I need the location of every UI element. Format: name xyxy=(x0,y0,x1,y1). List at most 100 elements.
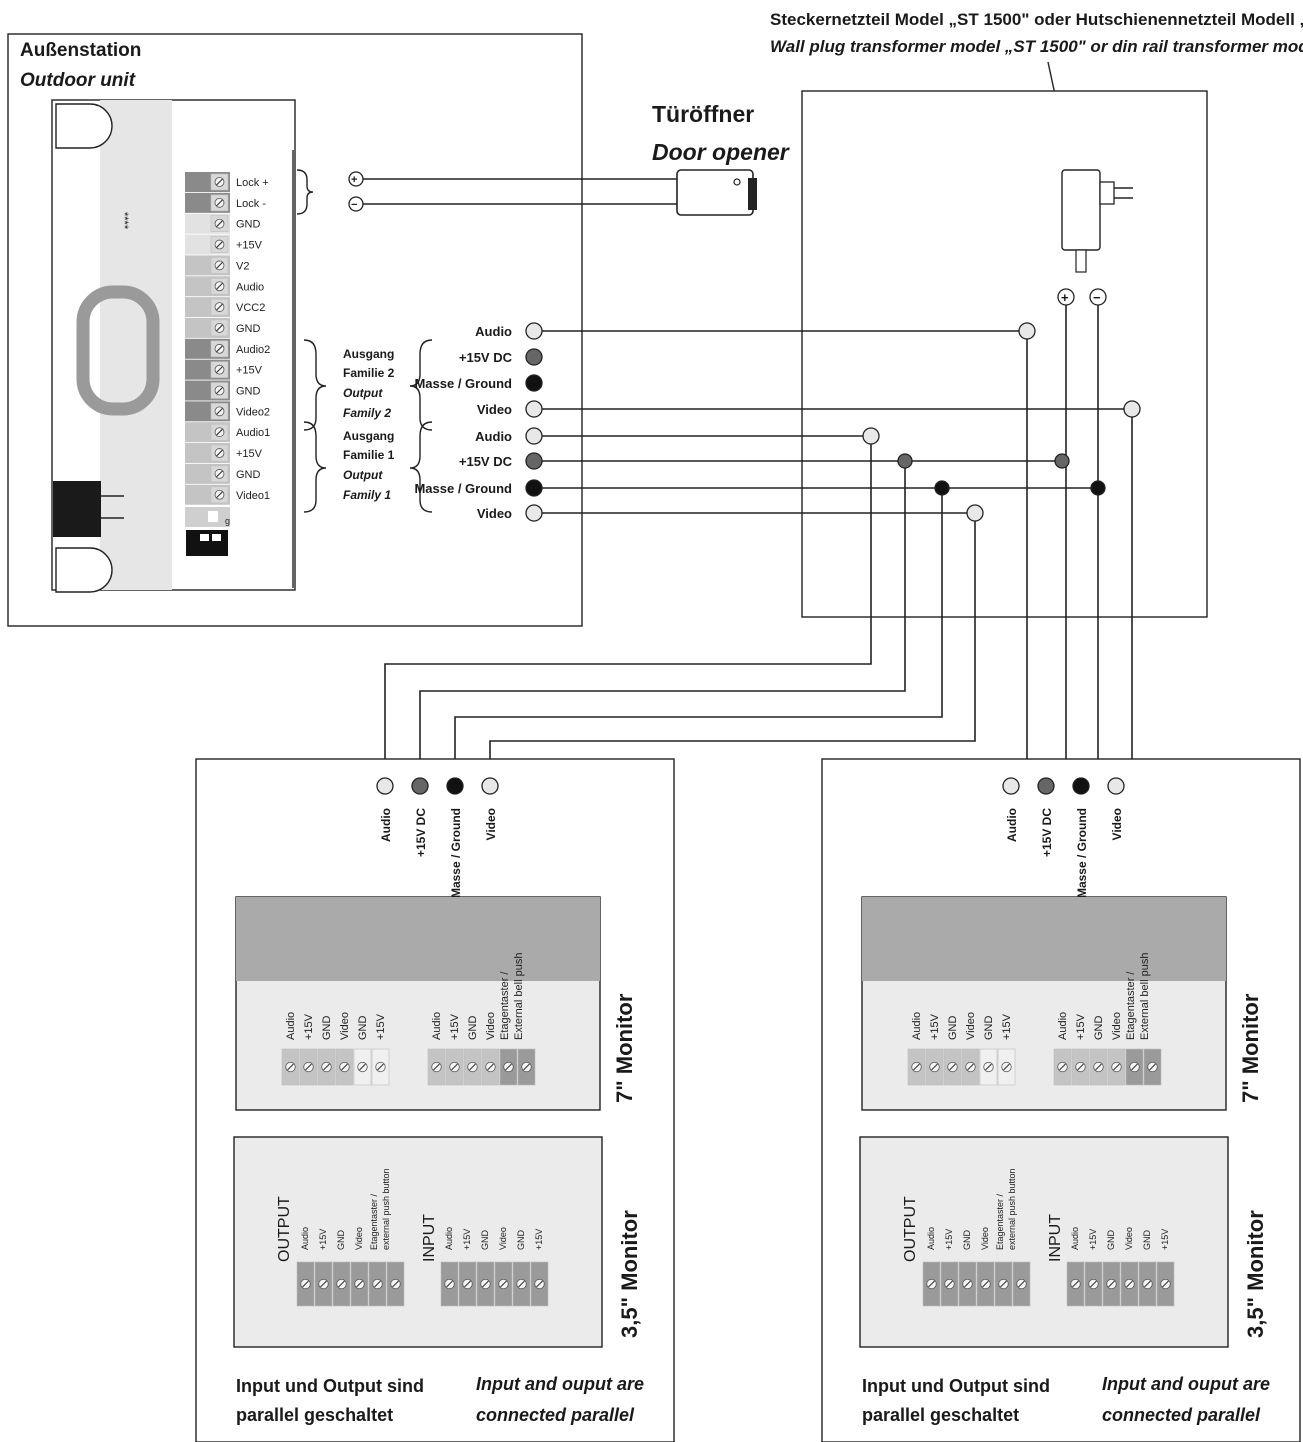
junction-f1-audio xyxy=(862,427,880,445)
outdoor-terminal-block: Lock +Lock -GND+15VV2AudioVCC2GNDAudio2+… xyxy=(185,172,270,505)
outdoor-unit-title-de: Außenstation xyxy=(20,40,141,61)
outdoor-terminal-slot xyxy=(216,366,223,374)
monitor35-output-terminal-slot xyxy=(338,1280,345,1288)
monitor35-input-terminal-label: Video xyxy=(498,1227,508,1250)
monitor7-terminal-label: External bell push xyxy=(1139,953,1151,1040)
monitor-input-dot xyxy=(481,777,499,795)
monitor-input-dot xyxy=(376,777,394,795)
footer-note-de-1: Input und Output sind xyxy=(862,1376,1050,1396)
outdoor-terminal-slot xyxy=(216,303,223,311)
monitor35-output-terminal-slot xyxy=(982,1280,989,1288)
outdoor-terminal-label: +15V xyxy=(236,448,263,460)
door-opener-screw xyxy=(733,178,741,186)
monitor7-terminal-label: Video xyxy=(485,1012,497,1040)
door-opener-title-de: Türöffner xyxy=(652,101,754,127)
junction-psu-15v xyxy=(1054,453,1070,469)
monitor7-terminal-label: +15V xyxy=(303,1013,315,1040)
monitor-input-dot xyxy=(1072,777,1090,795)
outdoor-terminal-label: V2 xyxy=(236,260,249,272)
footer-note-de-2: parallel geschaltet xyxy=(236,1405,393,1425)
outdoor-terminal-slot xyxy=(216,345,223,353)
psu-plus-sign: + xyxy=(1061,290,1069,305)
monitor7-terminal-label: GND xyxy=(947,1016,959,1041)
monitor7-terminal-label: GND xyxy=(321,1016,333,1041)
monitor-input-label: Masse / Ground xyxy=(1075,808,1089,898)
monitor-input-label: Video xyxy=(1110,808,1124,840)
wire-f1-15v xyxy=(419,461,906,786)
monitor35-body xyxy=(859,1136,1229,1348)
psu-minus-sign: − xyxy=(1093,290,1101,305)
monitor35-input-terminal-label: Video xyxy=(1124,1227,1134,1250)
monitor35-input-terminal-slot xyxy=(482,1280,489,1288)
monitor7-title: 7" Monitor xyxy=(612,993,637,1103)
outdoor-terminal-slot xyxy=(216,220,223,228)
outdoor-terminal-label: GND xyxy=(236,219,261,231)
monitor7-terminal-slot xyxy=(1077,1063,1084,1071)
junction-f1-video xyxy=(966,504,984,522)
monitor35-input-terminal-label: GND xyxy=(1106,1230,1116,1251)
monitor35-input-terminal-slot xyxy=(1126,1280,1133,1288)
outdoor-terminal-label: GND xyxy=(236,469,261,481)
junction-f1-ground xyxy=(934,480,950,496)
outdoor-unit-strip xyxy=(100,100,172,425)
monitor-input-dot xyxy=(446,777,464,795)
outdoor-terminal-label: Audio xyxy=(236,281,264,293)
monitor7-terminal-label: GND xyxy=(983,1016,995,1041)
outdoor-terminal-slot xyxy=(216,199,223,207)
monitor7-terminal-slot xyxy=(323,1063,330,1071)
monitor7-terminal-label: +15V xyxy=(1075,1013,1087,1040)
door-opener-title-en: Door opener xyxy=(652,139,790,165)
outdoor-terminal-label: +15V xyxy=(236,240,263,252)
outdoor-terminal-label: GND xyxy=(236,323,261,335)
monitor7-terminal-label: +15V xyxy=(375,1013,387,1040)
family2-brace-right xyxy=(409,339,433,431)
monitor35-output-terminal-label: GND xyxy=(962,1230,972,1251)
monitor35-output-terminal-slot xyxy=(320,1280,327,1288)
monitor-input-label: Masse / Ground xyxy=(449,808,463,898)
monitor35-output-terminal-slot xyxy=(356,1280,363,1288)
monitor7-terminal-slot xyxy=(913,1063,920,1071)
monitor35-input-terminal-slot xyxy=(1072,1280,1079,1288)
monitor-input-label: +15V DC xyxy=(414,808,428,857)
monitor7-terminal-slot xyxy=(341,1063,348,1071)
monitor35-output-label: OUTPUT xyxy=(276,1196,293,1262)
outdoor-terminal-slot xyxy=(216,491,223,499)
output-label: +15V DC xyxy=(459,350,513,365)
footer-note-de-1: Input und Output sind xyxy=(236,1376,424,1396)
monitor7-terminal-slot xyxy=(377,1063,384,1071)
junction-f1-15v xyxy=(897,453,913,469)
monitor7-terminal-label: +15V xyxy=(1001,1013,1013,1040)
monitor7-terminal-label: +15V xyxy=(929,1013,941,1040)
family2-brace-left xyxy=(303,339,327,431)
monitor7-terminal-label: Audio xyxy=(431,1012,443,1040)
monitor7-terminal-slot xyxy=(985,1063,992,1071)
outdoor-terminal-label: +15V xyxy=(236,365,263,377)
monitor7-terminal-label: Audio xyxy=(911,1012,923,1040)
family1-label-1: Ausgang xyxy=(343,429,394,443)
monitor35-output-terminal-label: Video xyxy=(980,1227,990,1250)
output-terminal-dot xyxy=(525,452,543,470)
monitor35-input-label: INPUT xyxy=(421,1214,438,1262)
family2-label-4: Family 2 xyxy=(343,406,391,420)
output-terminal-dot xyxy=(525,322,543,340)
monitor35-output-terminal-label: external push button xyxy=(1007,1168,1017,1250)
monitor35-output-terminal-label: Etagentaster / xyxy=(369,1193,379,1250)
monitor35-output-terminal-label: +15V xyxy=(944,1229,954,1250)
monitor35-input-terminal-slot xyxy=(1108,1280,1115,1288)
monitor7-terminal-slot xyxy=(1113,1063,1120,1071)
lock-plus-sign: + xyxy=(351,174,357,186)
monitor35-input-terminal-slot xyxy=(1162,1280,1169,1288)
dip-switch xyxy=(186,530,228,556)
monitor7-terminal-label: Audio xyxy=(285,1012,297,1040)
monitor7-terminal-label: GND xyxy=(1093,1016,1105,1041)
monitor35-input-terminal-label: Audio xyxy=(1070,1227,1080,1250)
output-label: Masse / Ground xyxy=(414,376,512,391)
monitor35-input-terminal-slot xyxy=(446,1280,453,1288)
output-terminal-dot xyxy=(525,400,543,418)
door-opener-body xyxy=(676,169,754,216)
junction-f2-video xyxy=(1123,400,1141,418)
monitor35-output-terminal-label: Video xyxy=(354,1227,364,1250)
monitor7-terminal-label: GND xyxy=(357,1016,369,1041)
